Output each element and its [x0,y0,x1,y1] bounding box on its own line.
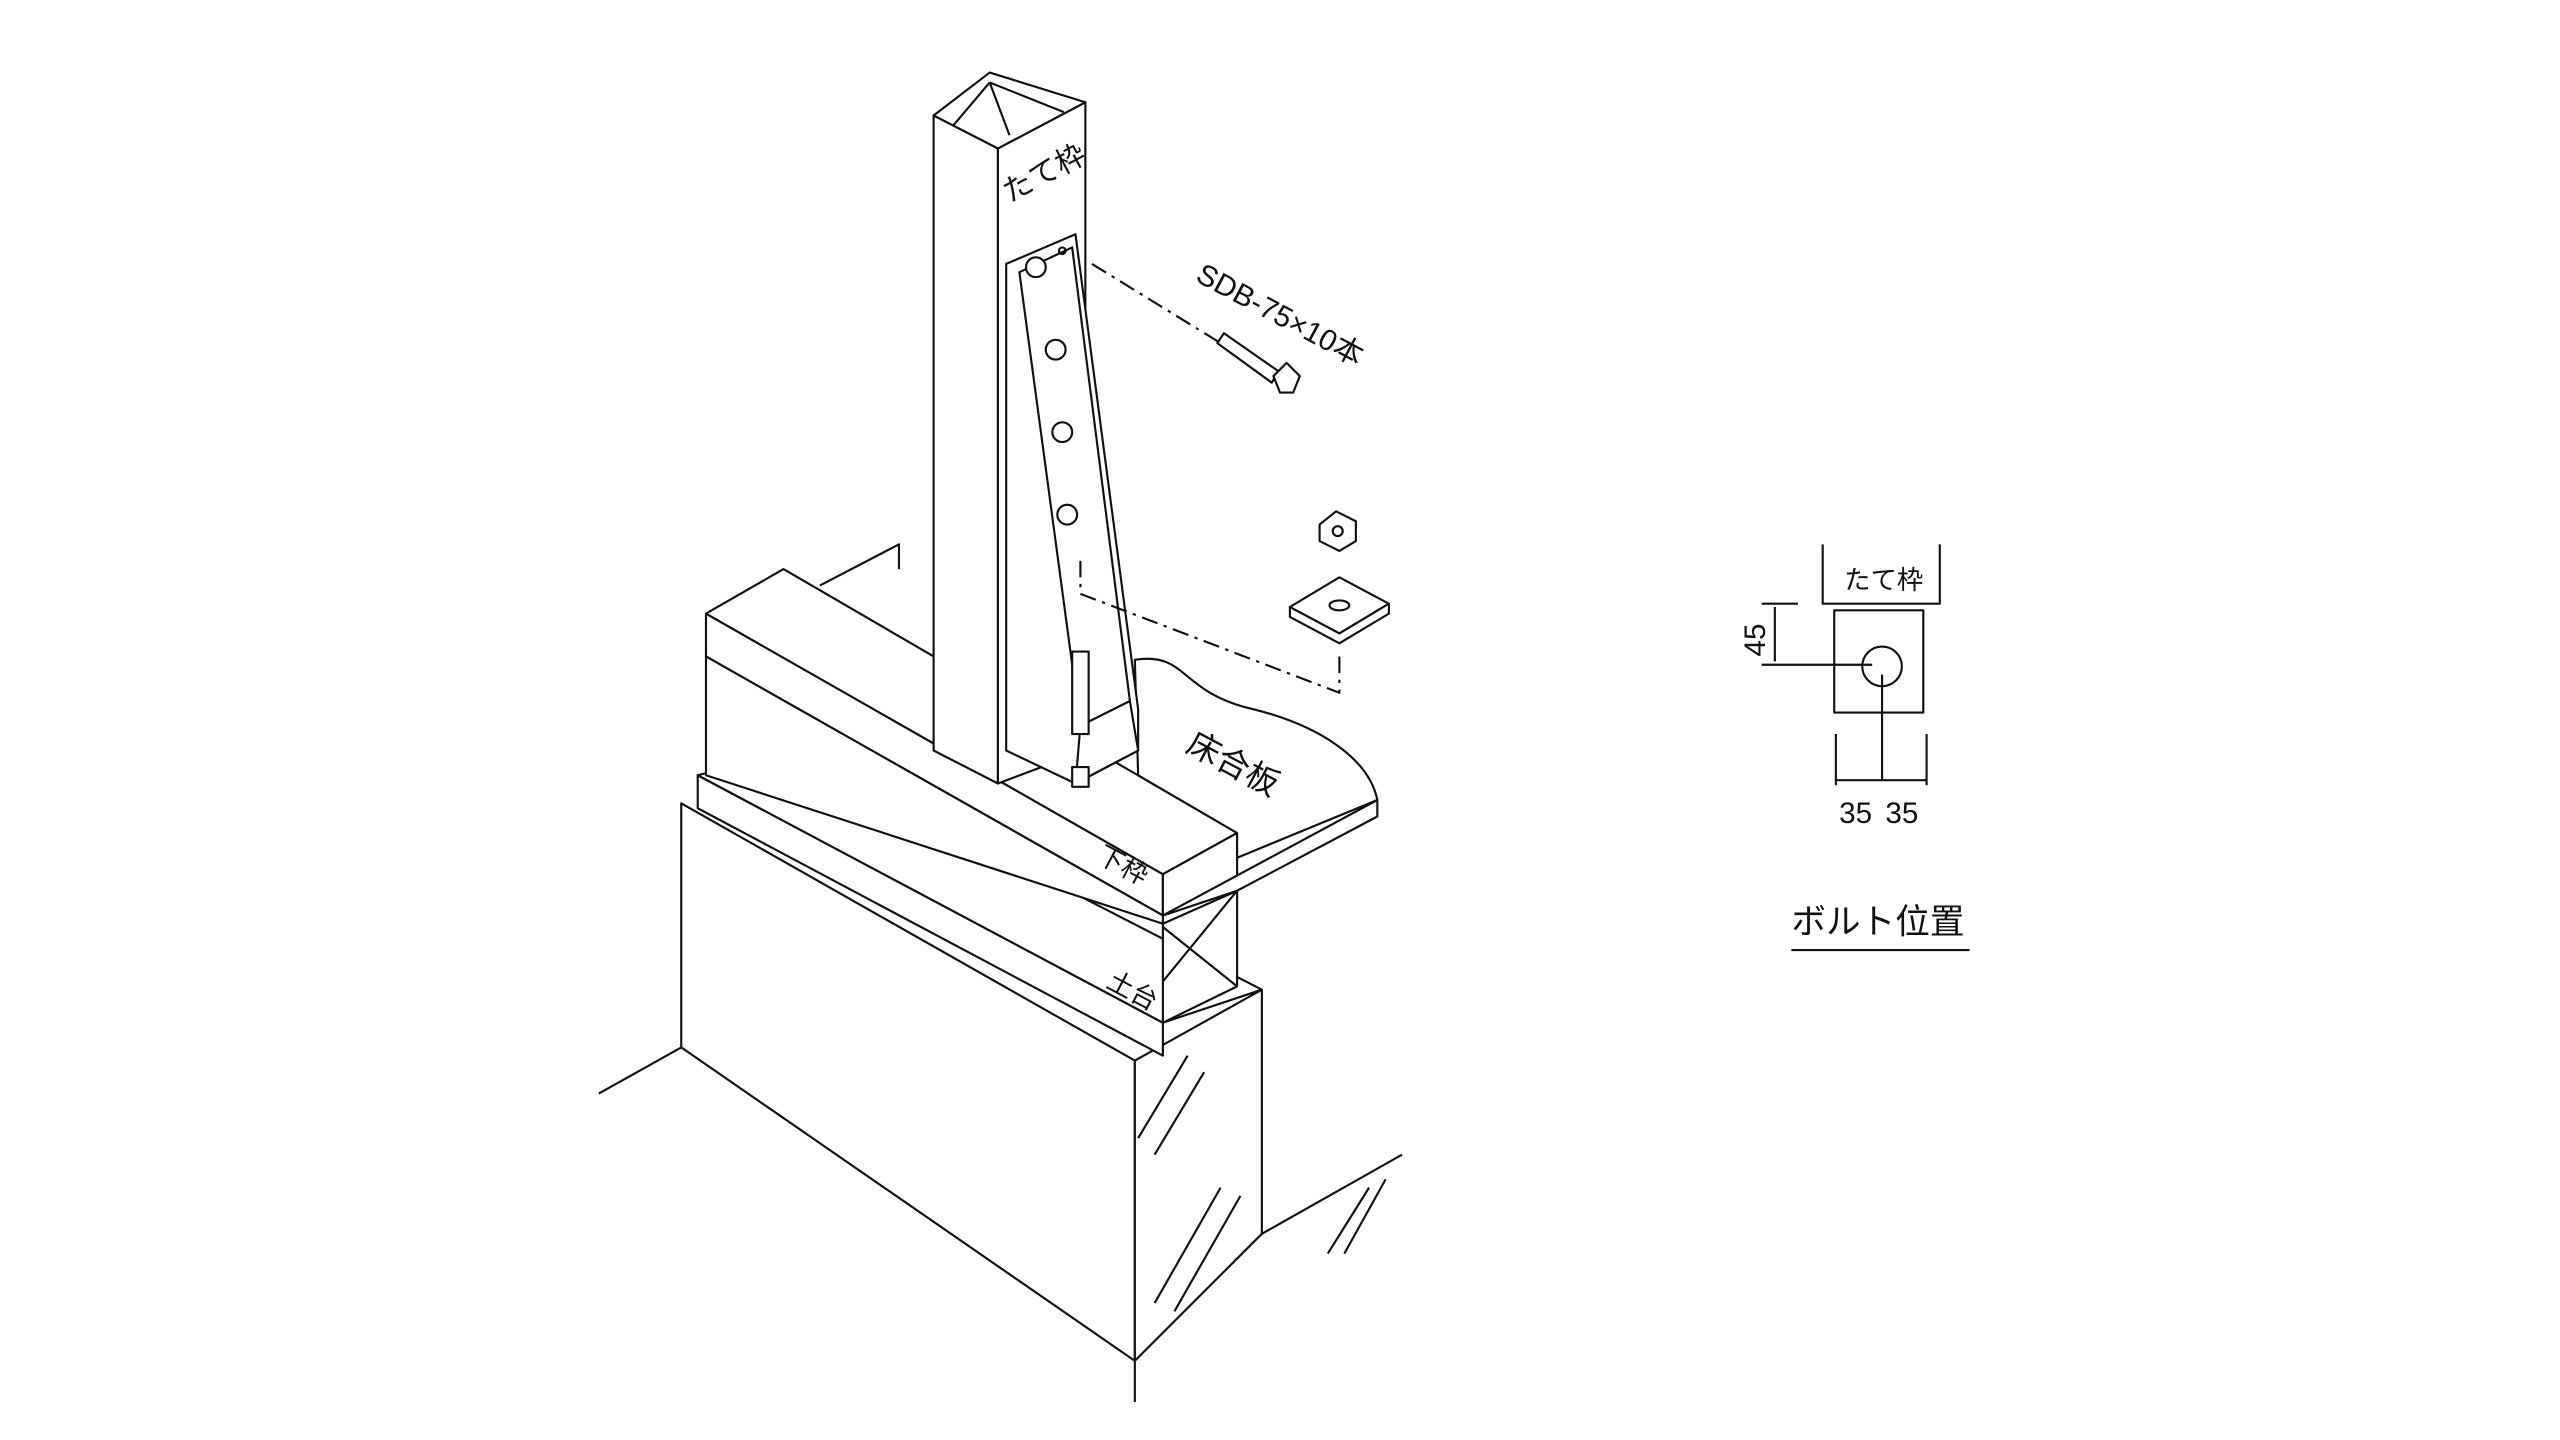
detail-title: ボルト位置 [1791,904,1964,942]
bolt-label: SDB-75×10本 [1191,257,1369,373]
dim-right: 35 [1885,797,1918,830]
bolt-position-detail [1761,544,1941,786]
dim-left: 35 [1839,797,1872,830]
hold-down-bracket [1005,233,1140,788]
anchor-nut-washer [1079,510,1390,694]
foundation [598,802,1403,1403]
detail-stud-label: たて枠 [1844,565,1923,595]
screw-bolt [1091,263,1301,394]
floor-plywood [1133,657,1379,917]
dim-vertical: 45 [1739,623,1772,656]
